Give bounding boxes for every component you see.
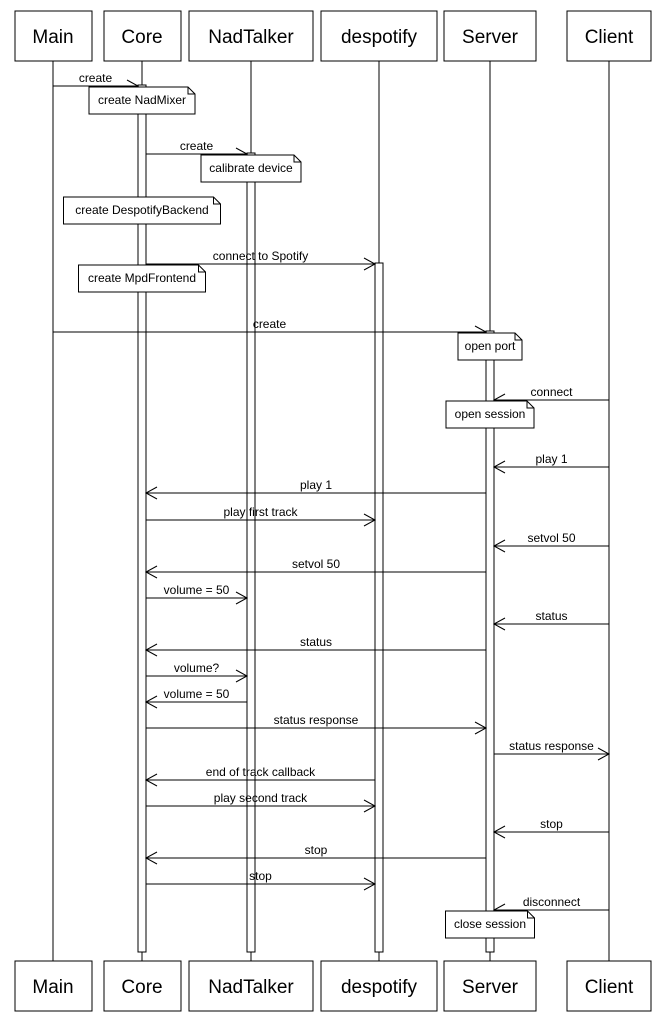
message-arrowhead [492,825,506,839]
note-fold [514,333,522,341]
activation-despotify [374,262,384,953]
message-label: volume = 50 [164,687,230,701]
note-label: create MpdFrontend [88,271,196,285]
participant-box-server-top [443,10,537,62]
message-arrowhead [144,851,158,865]
message-arrowhead [144,773,158,787]
message-label: status [300,635,332,649]
message-label: stop [305,843,328,857]
participant-box-nadtalker-top [188,10,314,62]
message-arrowhead [492,460,506,474]
message-label: connect to Spotify [213,249,308,263]
note-fold [198,265,206,273]
participant-box-main-top [14,10,93,62]
message-label: create [253,317,287,331]
message-arrowhead [144,695,158,709]
participant-box-client-bottom [566,960,652,1012]
note-box [445,400,535,429]
note-fold [527,911,535,919]
message-label: play first track [223,505,298,519]
participant-box-core-top [103,10,182,62]
message-label: status response [274,713,359,727]
participant-label-server-bottom: Server [462,977,519,998]
message-label: setvol 50 [292,557,340,571]
message-label: disconnect [523,895,581,909]
message-label: volume? [174,661,220,675]
participant-box-despotify-bottom [320,960,438,1012]
message-label: status [535,609,567,623]
note-label: open session [455,407,526,421]
message-label: create [180,139,214,153]
message-arrowhead [492,539,506,553]
participant-label-despotify-bottom: despotify [341,977,418,998]
message-arrowhead [363,513,377,527]
participant-label-nadtalker-top: NadTalker [208,27,294,48]
note-label: create NadMixer [98,93,186,107]
message-label: play 1 [300,478,332,492]
message-arrowhead [235,669,249,683]
message-arrowhead [363,799,377,813]
note-label: open port [465,339,516,353]
message-arrowhead [144,643,158,657]
participant-label-server-top: Server [462,27,519,48]
message-label: play 1 [535,452,567,466]
note-box [457,332,523,361]
message-label: end of track callback [206,765,316,779]
message-label: volume = 50 [164,583,230,597]
note-label: calibrate device [209,161,293,175]
note-box [63,196,221,225]
note-fold [526,401,534,409]
participant-label-core-bottom: Core [121,977,162,998]
participant-label-client-bottom: Client [585,977,634,998]
message-arrowhead [235,591,249,605]
message-arrowhead [363,877,377,891]
message-label: play second track [214,791,308,805]
participant-label-despotify-top: despotify [341,27,418,48]
note-box [445,910,535,939]
note-box [200,154,302,183]
participant-box-server-bottom [443,960,537,1012]
message-arrowhead [597,747,611,761]
note-fold [213,197,221,205]
message-arrowhead [144,486,158,500]
participant-box-client-top [566,10,652,62]
activation-server [485,330,495,953]
message-arrowhead [492,617,506,631]
message-label: create [79,71,113,85]
note-fold [293,155,301,163]
note-box [78,264,206,293]
participant-box-core-bottom [103,960,182,1012]
note-label: close session [454,917,526,931]
participant-label-core-top: Core [121,27,162,48]
participant-label-main-bottom: Main [32,977,73,998]
message-arrowhead [474,721,488,735]
note-box [88,86,196,115]
message-label: stop [540,817,563,831]
participant-box-nadtalker-bottom [188,960,314,1012]
message-label: status response [509,739,594,753]
message-arrowhead [144,565,158,579]
participant-label-main-top: Main [32,27,73,48]
note-fold [187,87,195,95]
participant-label-nadtalker-bottom: NadTalker [208,977,294,998]
message-label: stop [249,869,272,883]
message-label: connect [530,385,573,399]
participant-label-client-top: Client [585,27,634,48]
participant-box-despotify-top [320,10,438,62]
activation-core [137,84,147,953]
message-arrowhead [363,257,377,271]
message-label: setvol 50 [527,531,575,545]
participant-box-main-bottom [14,960,93,1012]
note-label: create DespotifyBackend [75,203,208,217]
activation-nadtalker [246,152,256,953]
